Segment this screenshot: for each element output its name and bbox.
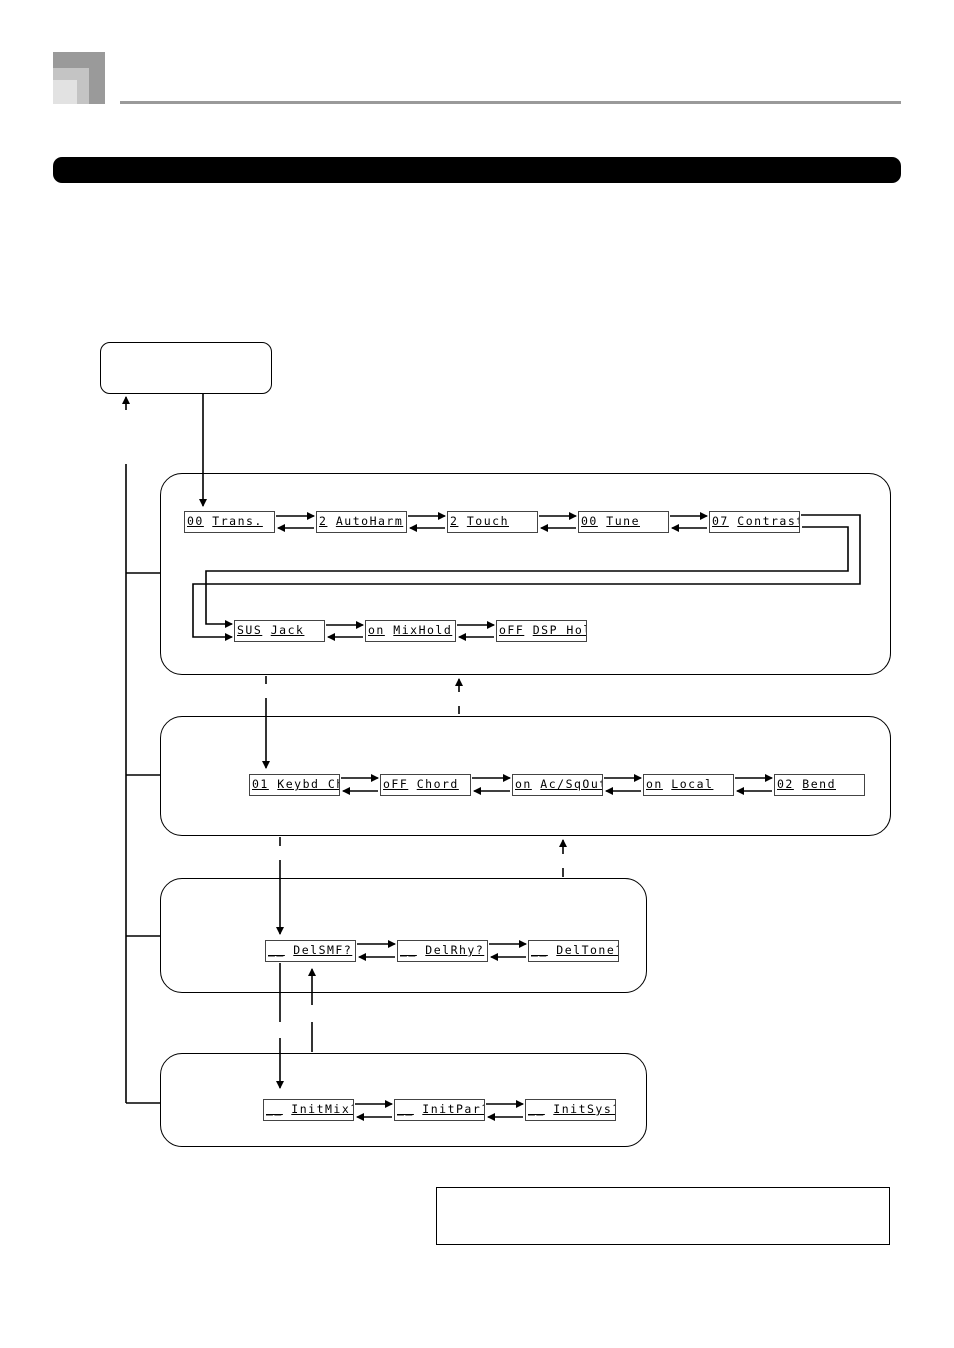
lcd-display: oFF Chord (380, 774, 471, 796)
lcd-display: SUS Jack (234, 620, 325, 642)
lcd-display: oFF DSP Hold (496, 620, 587, 642)
lcd-display: __ InitSys? (525, 1099, 616, 1121)
lcd-display: on MixHold (365, 620, 456, 642)
header-rule (120, 101, 901, 104)
lcd-display: 2 Touch (447, 511, 538, 533)
page-corner-icon-inner (53, 80, 77, 104)
lcd-display: 01 Keybd Ch (249, 774, 340, 796)
group-box-1 (160, 473, 891, 675)
group-box-3 (160, 878, 647, 993)
lcd-display: on Local (643, 774, 734, 796)
section-title-bar (53, 157, 901, 183)
start-box (100, 342, 272, 394)
lcd-display: 07 Contrast (709, 511, 800, 533)
lcd-display: 00 Tune (578, 511, 669, 533)
lcd-display: __ DelSMF? (265, 940, 356, 962)
lcd-display: __ DelRhy? (397, 940, 488, 962)
lcd-display: __ InitMix? (263, 1099, 354, 1121)
group-box-4 (160, 1053, 647, 1147)
lcd-display: __ DelTone? (528, 940, 619, 962)
group-box-2 (160, 716, 891, 836)
lcd-display: on Ac/SqOut (512, 774, 603, 796)
note-box (436, 1187, 890, 1245)
lcd-display: 2 AutoHarm (316, 511, 407, 533)
lcd-display: __ InitPar? (394, 1099, 485, 1121)
lcd-display: 00 Trans. (184, 511, 275, 533)
lcd-display: 02 Bend (774, 774, 865, 796)
